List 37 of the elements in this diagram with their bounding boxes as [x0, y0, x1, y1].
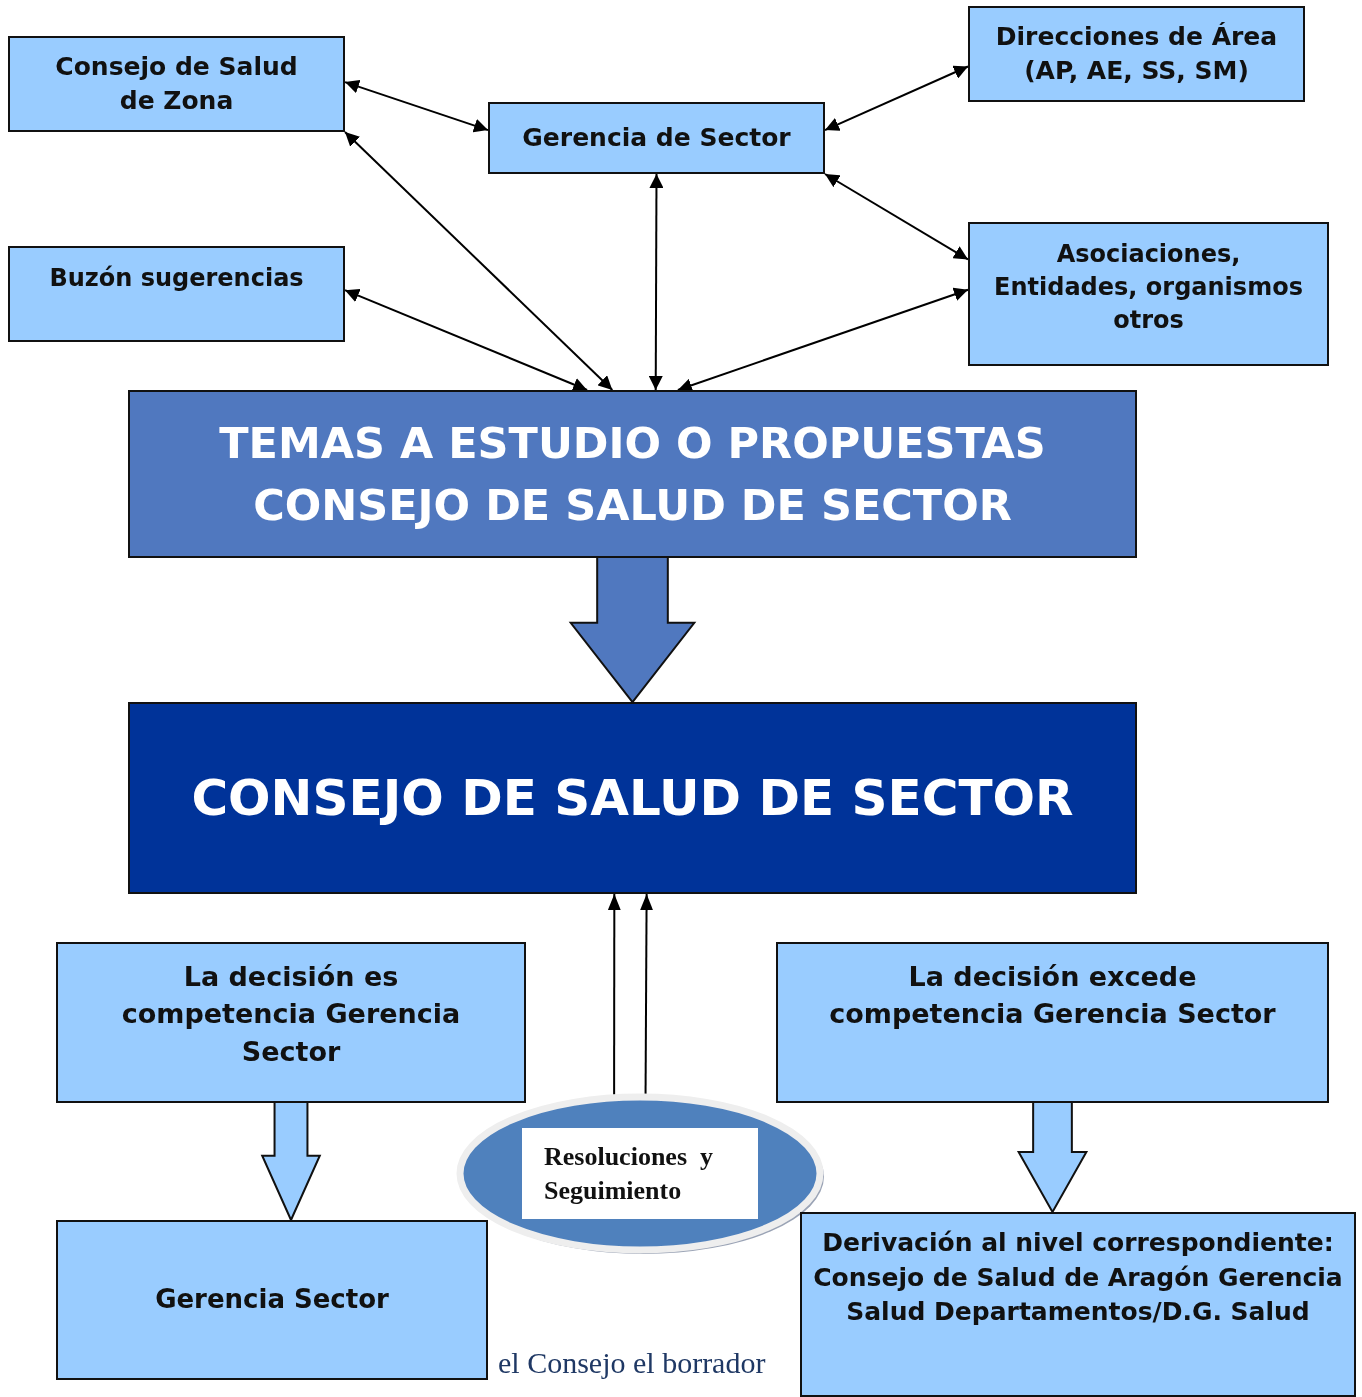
arrow [824, 173, 969, 261]
resolution-ellipse [455, 1092, 825, 1255]
arrow [344, 289, 589, 392]
topic-box [128, 390, 1137, 558]
node-label: CONSEJO DE SALUD DE SECTOR [191, 767, 1074, 829]
arrow [648, 173, 664, 391]
node-label: TEMAS A ESTUDIO O PROPUESTAS CONSEJO DE SALUD DE SECTOR [218, 416, 1047, 532]
process-box [968, 222, 1329, 366]
node-label: Direcciones de Área (AP, AE, SS, SM) [994, 20, 1279, 87]
arrow [824, 65, 969, 132]
node-label: Consejo de Salud de Zona [54, 50, 299, 117]
arrow [344, 131, 614, 391]
arrow [640, 893, 653, 1096]
node-label: Buzón sugerencias [49, 263, 304, 294]
process-box [8, 36, 345, 132]
block-arrow [1016, 1100, 1089, 1215]
label-card: Resoluciones y Seguimiento [522, 1127, 758, 1220]
block-arrow [260, 1100, 322, 1223]
arrow [607, 893, 621, 1096]
node-label: Derivación al nivel correspondiente: Consejo de Salud de Aragón Gerencia Salud Departamentos/D.G. Salud [812, 1227, 1344, 1328]
node-label: Gerencia de Sector [522, 121, 791, 154]
process-box [8, 246, 345, 342]
process-box [800, 1212, 1356, 1397]
node-label: Gerencia Sector [155, 1283, 389, 1317]
node-label: La decisión es competencia Gerencia Sector [120, 960, 462, 1069]
process-box [968, 6, 1305, 102]
process-box [488, 102, 825, 174]
block-arrow [568, 555, 697, 704]
process-box [776, 942, 1329, 1103]
process-box [56, 1220, 488, 1380]
text-fragment: el Consejo el borrador [498, 1346, 766, 1380]
node-label: La decisión excede competencia Gerencia Sector [828, 960, 1277, 1032]
arrow [344, 79, 489, 133]
council-box [128, 702, 1137, 894]
node-label: Asociaciones, Entidades, organismos otros [993, 239, 1304, 337]
process-box [56, 942, 526, 1103]
arrow [676, 287, 969, 393]
